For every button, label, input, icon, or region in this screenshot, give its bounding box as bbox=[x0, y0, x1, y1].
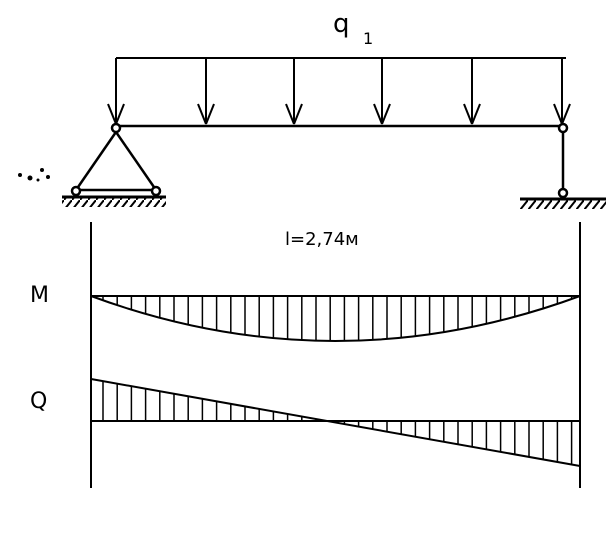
load-arrow bbox=[107, 58, 125, 125]
shear-diagram bbox=[90, 378, 581, 467]
roller-support-right bbox=[520, 122, 606, 209]
moment-curve bbox=[90, 295, 581, 342]
shear-label: Q bbox=[30, 389, 47, 414]
load-arrows bbox=[107, 58, 571, 125]
shear-hatch bbox=[102, 381, 573, 465]
length-label: l=2,74м bbox=[285, 229, 359, 250]
load-arrow bbox=[553, 58, 571, 125]
speckle-marks bbox=[18, 168, 50, 182]
load-arrow bbox=[373, 58, 391, 125]
moment-diagram bbox=[90, 295, 581, 342]
load-arrow bbox=[463, 58, 481, 125]
load-subscript: 1 bbox=[363, 29, 373, 48]
moment-hatch bbox=[102, 296, 573, 341]
load-arrow bbox=[197, 58, 215, 125]
pinned-support-left bbox=[62, 122, 166, 207]
moment-label: M bbox=[30, 283, 49, 308]
load-label: q bbox=[333, 9, 350, 39]
load-arrow bbox=[285, 58, 303, 125]
distributed-load bbox=[107, 57, 571, 125]
shear-line bbox=[90, 378, 581, 467]
